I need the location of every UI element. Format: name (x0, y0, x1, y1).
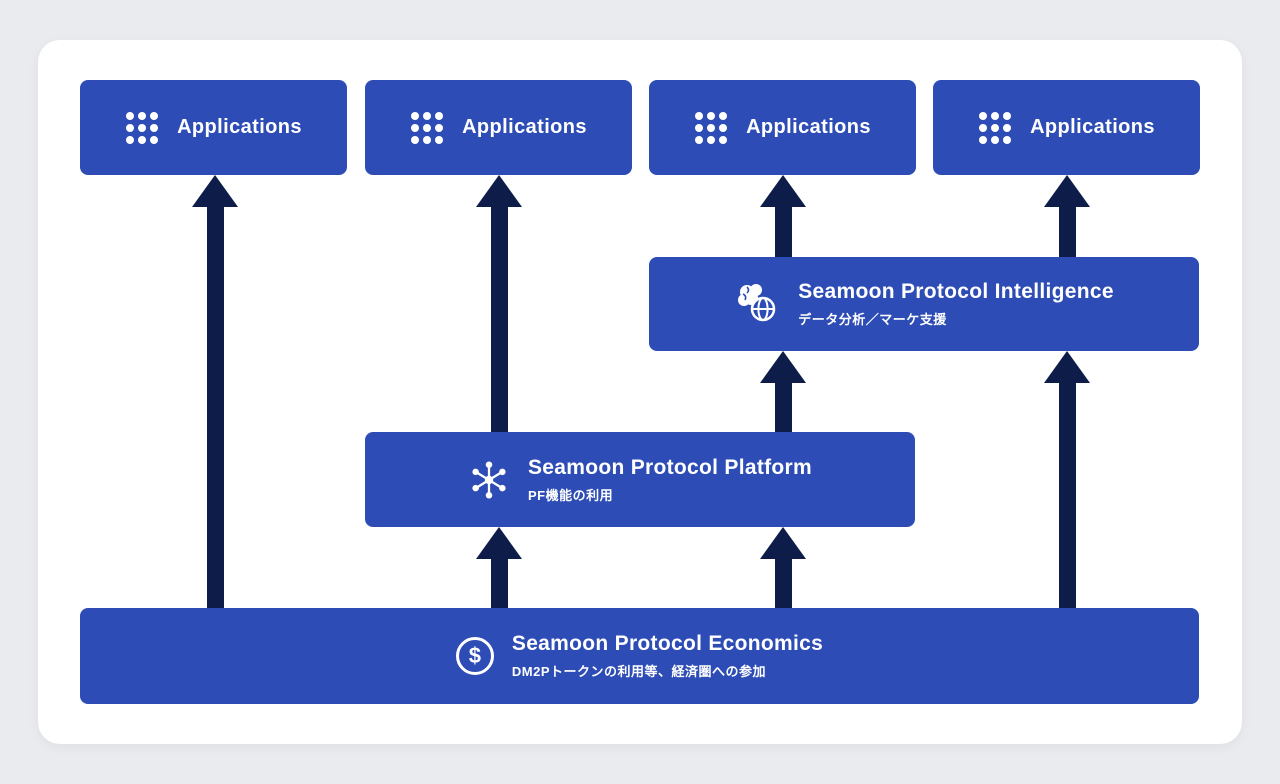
arrow-head (476, 175, 522, 207)
arrow-economics-to-intelligence (1044, 351, 1090, 608)
grid-icon (125, 111, 159, 145)
arrow-platform-to-applications-2 (476, 175, 522, 432)
intelligence-box: Seamoon Protocol Intelligence データ分析／マーケ支… (649, 257, 1199, 351)
arrow-head (760, 175, 806, 207)
arrow-head (1044, 351, 1090, 383)
arrow-shaft (490, 559, 508, 608)
arrow-shaft (1058, 383, 1076, 608)
arrow-economics-to-applications-1 (192, 175, 238, 608)
arrow-shaft (774, 207, 792, 257)
applications-box-1: Applications (80, 80, 347, 175)
platform-title: Seamoon Protocol Platform (527, 455, 813, 479)
applications-box-3: Applications (649, 80, 916, 175)
arrow-shaft (774, 383, 792, 432)
applications-box-4: Applications (933, 80, 1200, 175)
arrow-shaft (490, 207, 508, 432)
arrow-head (760, 527, 806, 559)
dollar-circle-icon: $ (455, 637, 494, 675)
intelligence-title: Seamoon Protocol Intelligence (798, 280, 1114, 303)
arrow-head (760, 351, 806, 383)
arrow-head (192, 175, 238, 207)
arrow-intelligence-to-applications-4 (1044, 175, 1090, 257)
economics-subtitle: DM2Pトークンの利用等、経済圏への参加 (511, 664, 767, 679)
brain-globe-icon (734, 281, 780, 327)
platform-box: Seamoon Protocol Platform PF機能の利用 (365, 432, 915, 527)
grid-icon (978, 111, 1012, 145)
applications-box-2: Applications (365, 80, 632, 175)
applications-label: Applications (1030, 116, 1155, 138)
arrow-platform-to-intelligence (760, 351, 806, 432)
arrow-intelligence-to-applications-3 (760, 175, 806, 257)
intelligence-subtitle: データ分析／マーケ支援 (798, 312, 947, 327)
grid-icon (410, 111, 444, 145)
arrow-shaft (206, 207, 224, 608)
arrow-head (476, 527, 522, 559)
economics-box: $ Seamoon Protocol Economics DM2Pトークンの利用… (80, 608, 1199, 704)
arrow-economics-to-platform-right (760, 527, 806, 608)
arrow-head (1044, 175, 1090, 207)
network-nodes-icon (468, 459, 510, 501)
applications-label: Applications (746, 116, 871, 138)
arrow-economics-to-platform-left (476, 527, 522, 608)
arrow-shaft (1058, 207, 1076, 257)
applications-label: Applications (177, 116, 302, 138)
platform-subtitle: PF機能の利用 (527, 487, 614, 503)
applications-label: Applications (462, 116, 587, 138)
grid-icon (694, 111, 728, 145)
arrow-shaft (774, 559, 792, 608)
economics-title: Seamoon Protocol Economics (511, 632, 824, 655)
